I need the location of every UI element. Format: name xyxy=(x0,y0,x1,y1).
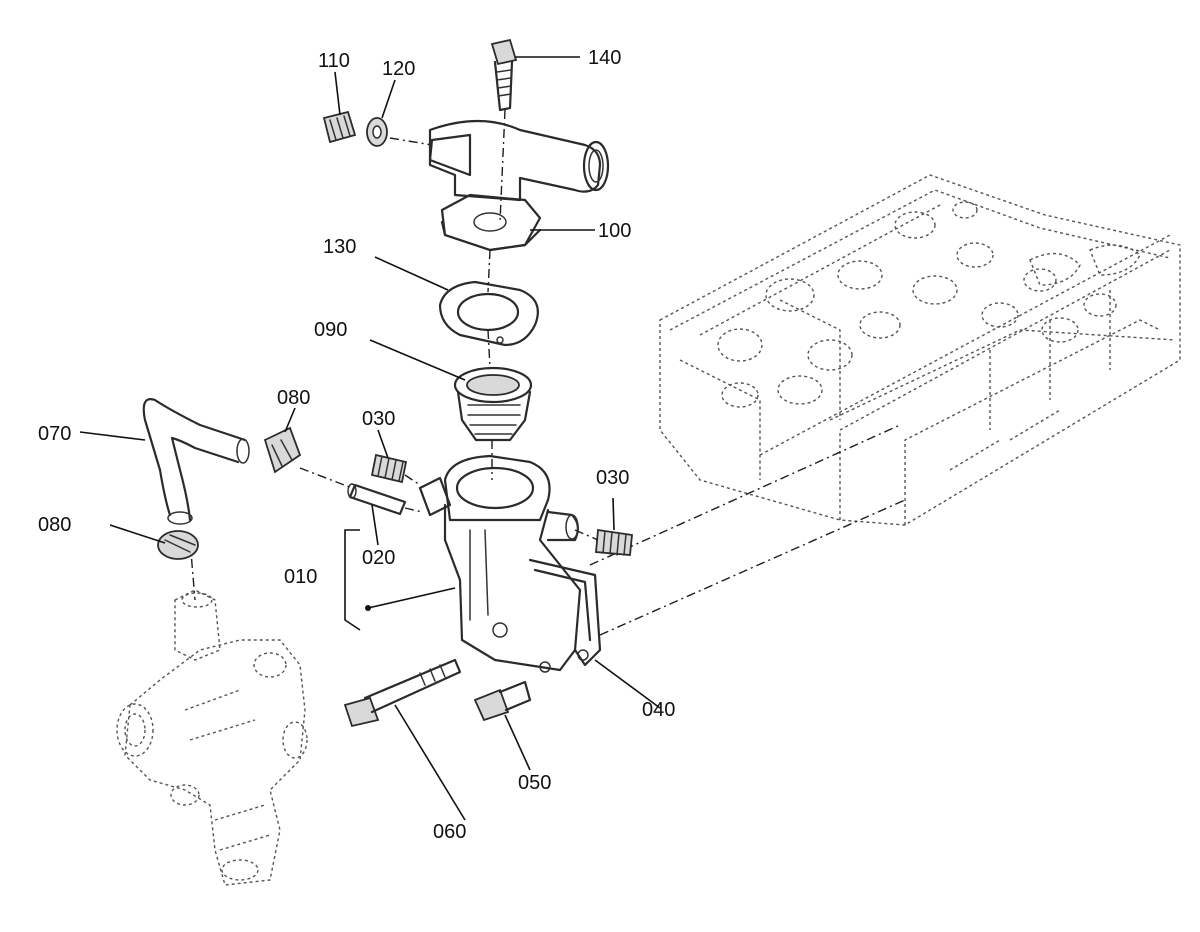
callout-070: 070 xyxy=(38,423,71,445)
callout-010: 010 xyxy=(284,566,317,588)
callout-140: 140 xyxy=(588,47,621,69)
thermostat-housing-010 xyxy=(418,454,602,673)
callout-120: 120 xyxy=(382,58,415,80)
thermostat-cover-100 xyxy=(428,119,610,252)
thermostat-090 xyxy=(453,366,533,442)
plug-030-upper xyxy=(370,453,408,484)
plug-050 xyxy=(473,680,532,722)
callout-030-upper: 030 xyxy=(362,408,395,430)
clamp-080-lower xyxy=(157,530,199,560)
axis-thermostat xyxy=(487,329,491,369)
axis-gasket xyxy=(487,249,491,293)
callout-090: 090 xyxy=(314,319,347,341)
bolt-140 xyxy=(490,38,518,112)
plug-030-right xyxy=(595,528,633,556)
callout-labels: 140 110 120 100 130 090 080 070 030 030 … xyxy=(38,47,675,843)
callout-080-lower: 080 xyxy=(38,514,71,536)
axis-030-upper xyxy=(404,474,421,486)
callout-130: 130 xyxy=(323,236,356,258)
sleeve-020 xyxy=(347,483,407,516)
callout-060: 060 xyxy=(433,821,466,843)
callout-100: 100 xyxy=(598,220,631,242)
axis-030-right xyxy=(574,529,599,541)
cylinder-head-drawing xyxy=(659,174,1181,526)
water-pump-drawing xyxy=(116,589,308,886)
leader-lines xyxy=(79,56,661,821)
leader-dot xyxy=(365,605,371,611)
callout-110: 110 xyxy=(318,50,350,72)
plug-110 xyxy=(322,110,357,144)
axis-140 xyxy=(499,109,506,223)
alignment-line-upper xyxy=(589,424,901,566)
clamp-080-upper xyxy=(263,426,302,474)
hose-070 xyxy=(142,398,250,525)
washer-120 xyxy=(366,117,388,147)
alignment-line-lower xyxy=(599,499,906,636)
axis-110-120 xyxy=(389,137,433,146)
axis-020 xyxy=(299,467,423,513)
bolt-060 xyxy=(343,658,462,728)
callout-030-right: 030 xyxy=(596,467,629,489)
callout-020: 020 xyxy=(362,547,395,569)
callout-040: 040 xyxy=(642,699,675,721)
callout-050: 050 xyxy=(518,772,551,794)
callout-080-upper: 080 xyxy=(277,387,310,409)
